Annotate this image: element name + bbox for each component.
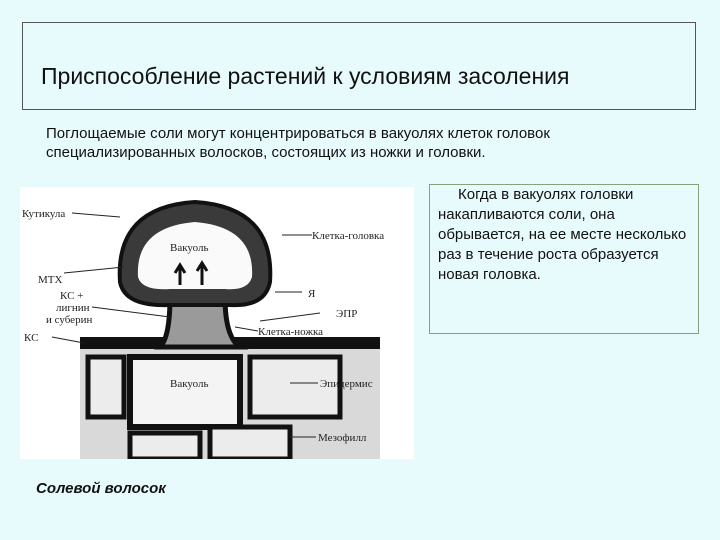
salt-hair-diagram: Кутикула МТХ КС + лигнин и суберин КС Ва… <box>22 199 384 462</box>
epidermal-cell-right <box>247 354 343 420</box>
epidermal-cell-left <box>85 354 127 420</box>
leader-line <box>234 326 259 332</box>
leader-line <box>259 312 321 322</box>
label-ks-lignin-3: и суберин <box>46 314 92 326</box>
label-ks-lignin-2: лигнин <box>56 302 90 314</box>
label-ks: КС <box>24 332 38 344</box>
intro-text: Поглощаемые соли могут концентрироваться… <box>46 125 550 161</box>
title-box: Приспособление растений к условиям засол… <box>22 22 696 110</box>
label-vacuole-top: Вакуоль <box>170 242 209 254</box>
leader-line <box>51 336 85 344</box>
label-ks-lignin-1: КС + <box>60 290 83 302</box>
stalk-cell <box>153 294 249 350</box>
leader-line <box>91 306 171 318</box>
label-head-cell: Клетка-головка <box>312 230 384 242</box>
mesophyll-cell <box>127 430 203 462</box>
label-epidermis: Эпидермис <box>320 378 373 390</box>
leader-line <box>71 212 121 218</box>
label-nucleus: Я <box>308 288 316 300</box>
note-text: Когда в вакуолях головки накапливаются с… <box>438 186 687 283</box>
head-vacuole <box>137 222 253 290</box>
label-epr: ЭПР <box>336 308 357 320</box>
note-box: Когда в вакуолях головки накапливаются с… <box>429 184 699 334</box>
transport-arrow <box>195 260 209 285</box>
epidermal-cell <box>127 354 243 430</box>
leader-line <box>63 266 125 274</box>
label-mesophyll: Мезофилл <box>318 432 367 444</box>
transport-arrow <box>173 262 187 285</box>
label-cuticle: Кутикула <box>22 208 65 220</box>
figure-caption: Солевой волосок <box>36 480 166 497</box>
label-vacuole-bottom: Вакуоль <box>170 378 209 390</box>
mesophyll-cell-right <box>207 424 293 462</box>
label-mtx: МТХ <box>38 274 63 286</box>
salt-hair-figure: Кутикула МТХ КС + лигнин и суберин КС Ва… <box>20 187 414 462</box>
slide-title: Приспособление растений к условиям засол… <box>41 63 570 89</box>
label-stalk-cell: Клетка-ножка <box>258 326 323 338</box>
